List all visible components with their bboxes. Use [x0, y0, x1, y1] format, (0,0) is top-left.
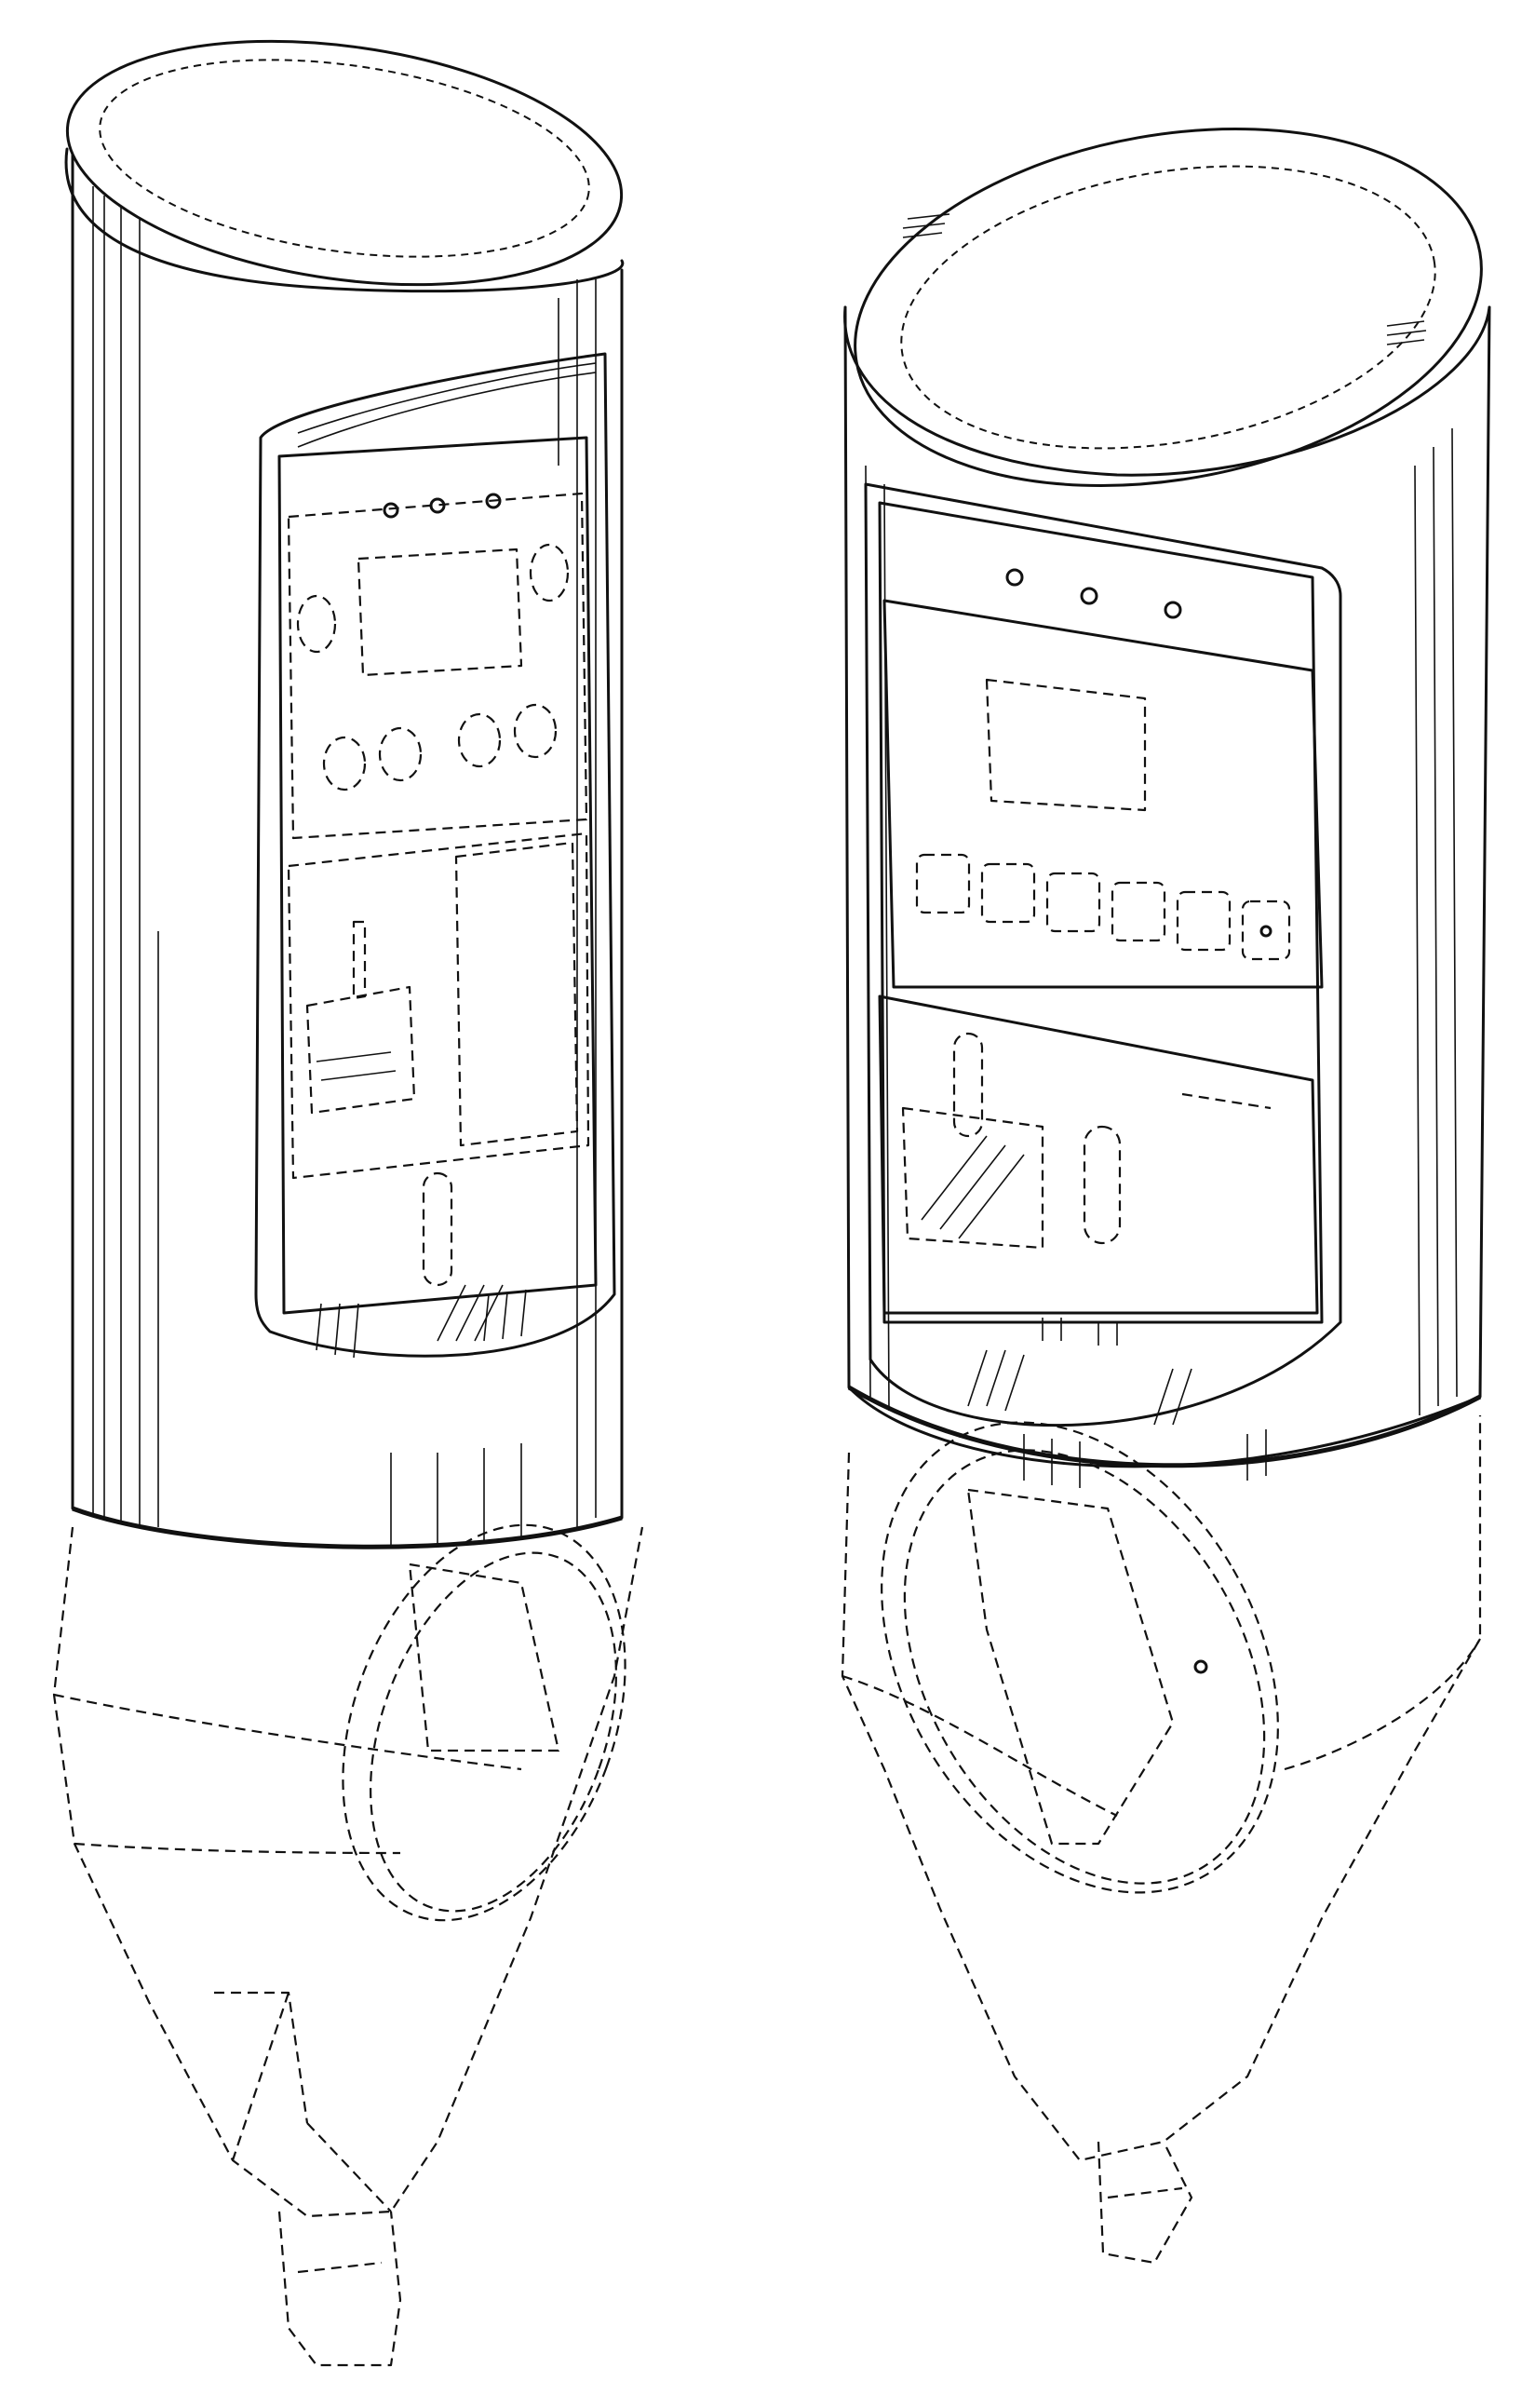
- left-view: [52, 8, 677, 2365]
- left-lock-opening: [291, 1485, 677, 1959]
- left-cylinder-body: [73, 149, 622, 1547]
- right-view: [801, 83, 1510, 2263]
- left-lower-housing: [54, 1485, 677, 2365]
- right-cylinder-body: [845, 307, 1489, 1488]
- right-lower-housing: [801, 1351, 1480, 2263]
